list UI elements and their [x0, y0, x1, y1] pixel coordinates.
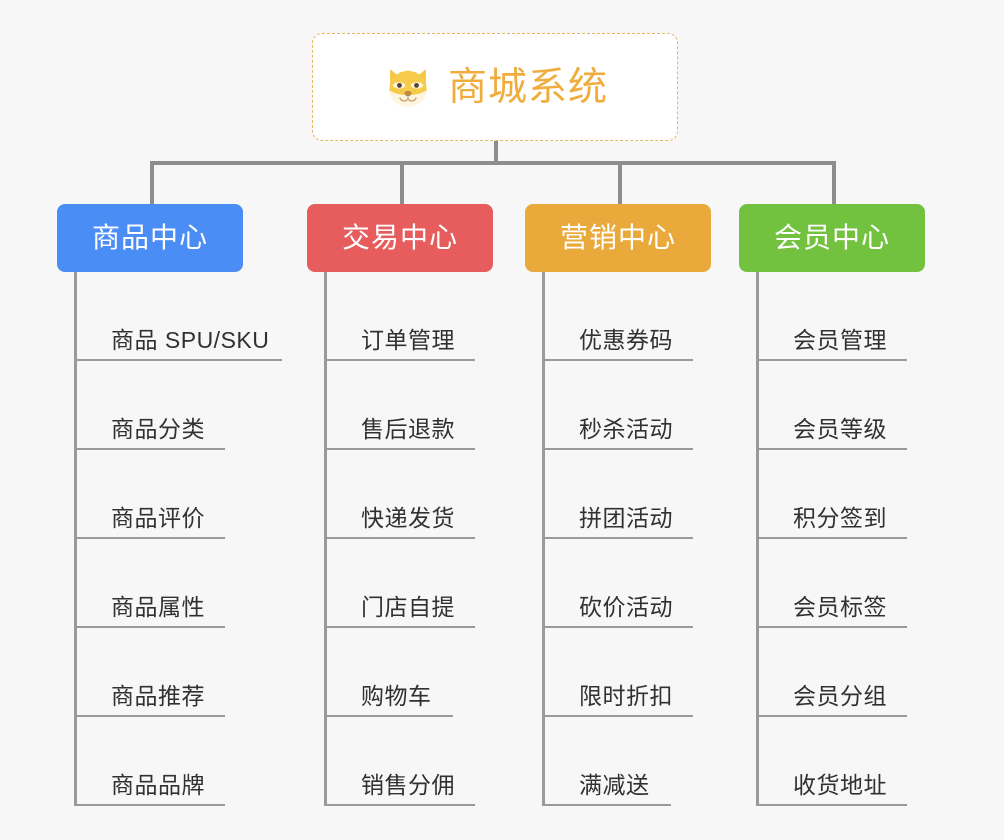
category-header-product-center[interactable]: 商品中心: [57, 204, 243, 272]
list-item-label: 满减送: [579, 772, 650, 798]
list-item-label: 积分签到: [793, 505, 887, 531]
category-label: 商品中心: [91, 222, 208, 253]
list-item[interactable]: 商品 SPU/SKU: [77, 272, 297, 361]
column-marketing-center: 营销中心 优惠券码 秒杀活动 拼团活动 砍价活动 限时折扣: [525, 204, 749, 806]
leaf-underline: [327, 359, 475, 361]
leaf-underline: [327, 626, 475, 628]
leaf-underline: [77, 626, 225, 628]
category-label: 营销中心: [559, 222, 676, 253]
leaf-underline: [77, 359, 282, 361]
leaf-underline: [545, 359, 693, 361]
list-item-label: 会员分组: [793, 683, 887, 709]
connector-drop-marketing-center: [618, 161, 622, 204]
list-item-label: 拼团活动: [579, 505, 673, 531]
list-item[interactable]: 积分签到: [759, 450, 963, 539]
leaf-underline: [77, 804, 225, 806]
leaf-underline: [77, 448, 225, 450]
list-item[interactable]: 优惠券码: [545, 272, 749, 361]
connector-drop-trade-center: [400, 161, 404, 204]
connector-horizontal-bus: [150, 161, 836, 165]
column-member-center: 会员中心 会员管理 会员等级 积分签到 会员标签 会员分组: [739, 204, 963, 806]
list-item[interactable]: 商品分类: [77, 361, 297, 450]
leaf-underline: [327, 537, 475, 539]
list-item-label: 商品属性: [111, 594, 205, 620]
list-item-label: 门店自提: [361, 594, 455, 620]
category-header-marketing-center[interactable]: 营销中心: [525, 204, 711, 272]
leaf-list-member-center: 会员管理 会员等级 积分签到 会员标签 会员分组 收货地址: [756, 272, 963, 806]
list-item[interactable]: 门店自提: [327, 539, 531, 628]
list-item[interactable]: 商品品牌: [77, 717, 297, 806]
connector-drop-member-center: [832, 161, 836, 204]
category-label: 交易中心: [341, 222, 458, 253]
list-item-label: 购物车: [361, 683, 432, 709]
list-item[interactable]: 快递发货: [327, 450, 531, 539]
column-trade-center: 交易中心 订单管理 售后退款 快递发货 门店自提 购物车: [307, 204, 531, 806]
category-header-trade-center[interactable]: 交易中心: [307, 204, 493, 272]
leaf-underline: [545, 537, 693, 539]
leaf-underline: [759, 359, 907, 361]
list-item[interactable]: 商品评价: [77, 450, 297, 539]
list-item[interactable]: 订单管理: [327, 272, 531, 361]
leaf-underline: [77, 537, 225, 539]
list-item[interactable]: 商品推荐: [77, 628, 297, 717]
list-item[interactable]: 会员标签: [759, 539, 963, 628]
list-item[interactable]: 拼团活动: [545, 450, 749, 539]
list-item-label: 售后退款: [361, 416, 455, 442]
list-item-label: 商品评价: [111, 505, 205, 531]
list-item-label: 商品分类: [111, 416, 205, 442]
list-item-label: 商品 SPU/SKU: [111, 327, 270, 353]
leaf-underline: [327, 715, 453, 717]
leaf-underline: [545, 448, 693, 450]
list-item-label: 订单管理: [361, 327, 455, 353]
category-label: 会员中心: [773, 222, 890, 253]
root-title: 商城系统: [447, 65, 608, 109]
list-item-label: 销售分佣: [361, 772, 455, 798]
list-item-label: 会员标签: [793, 594, 887, 620]
leaf-list-trade-center: 订单管理 售后退款 快递发货 门店自提 购物车 销售分佣: [324, 272, 531, 806]
leaf-list-product-center: 商品 SPU/SKU 商品分类 商品评价 商品属性 商品推荐 商品品牌: [74, 272, 297, 806]
connector-root-stem: [494, 141, 498, 164]
leaf-underline: [759, 448, 907, 450]
leaf-underline: [77, 715, 225, 717]
list-item-label: 会员等级: [793, 416, 887, 442]
list-item-label: 商品推荐: [111, 683, 205, 709]
list-item-label: 秒杀活动: [579, 416, 673, 442]
leaf-underline: [759, 715, 907, 717]
list-item-label: 会员管理: [793, 327, 887, 353]
list-item[interactable]: 会员分组: [759, 628, 963, 717]
list-item-label: 收货地址: [793, 772, 887, 798]
list-item-label: 优惠券码: [579, 327, 673, 353]
leaf-underline: [759, 537, 907, 539]
shiba-dog-face-icon: [389, 69, 427, 109]
list-item-label: 砍价活动: [579, 594, 673, 620]
leaf-list-marketing-center: 优惠券码 秒杀活动 拼团活动 砍价活动 限时折扣 满减送: [542, 272, 749, 806]
list-item-label: 限时折扣: [579, 683, 673, 709]
list-item[interactable]: 砍价活动: [545, 539, 749, 628]
root-node[interactable]: 商城系统: [312, 33, 678, 141]
leaf-underline: [545, 626, 693, 628]
list-item[interactable]: 限时折扣: [545, 628, 749, 717]
list-item[interactable]: 会员等级: [759, 361, 963, 450]
list-item[interactable]: 会员管理: [759, 272, 963, 361]
list-item[interactable]: 销售分佣: [327, 717, 531, 806]
list-item[interactable]: 商品属性: [77, 539, 297, 628]
connector-drop-product-center: [150, 161, 154, 204]
category-header-member-center[interactable]: 会员中心: [739, 204, 925, 272]
leaf-underline: [327, 804, 475, 806]
list-item[interactable]: 售后退款: [327, 361, 531, 450]
column-product-center: 商品中心 商品 SPU/SKU 商品分类 商品评价 商品属性 商品推荐: [57, 204, 297, 806]
leaf-underline: [327, 448, 475, 450]
leaf-underline: [759, 804, 907, 806]
leaf-underline: [545, 804, 671, 806]
list-item[interactable]: 秒杀活动: [545, 361, 749, 450]
list-item-label: 商品品牌: [111, 772, 205, 798]
leaf-underline: [759, 626, 907, 628]
leaf-underline: [545, 715, 693, 717]
list-item[interactable]: 购物车: [327, 628, 531, 717]
list-item[interactable]: 满减送: [545, 717, 749, 806]
list-item[interactable]: 收货地址: [759, 717, 963, 806]
list-item-label: 快递发货: [361, 505, 455, 531]
